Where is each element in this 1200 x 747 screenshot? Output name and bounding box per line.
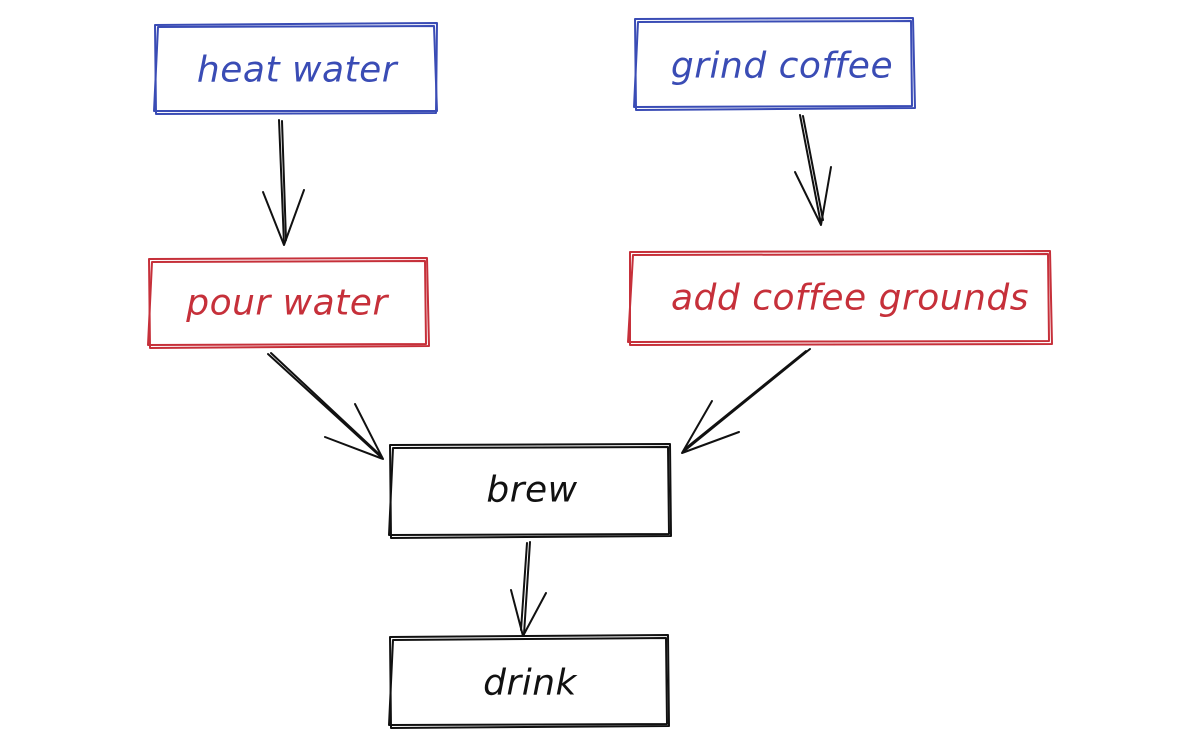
node-brew[interactable]: brew	[388, 443, 672, 539]
arrow-grind-to-add	[794, 114, 832, 226]
node-grind-coffee[interactable]: grind coffee	[633, 17, 916, 111]
node-grind-coffee-label: grind coffee	[671, 46, 893, 87]
node-pour-water[interactable]: pour water	[147, 257, 430, 349]
node-brew-label: brew	[486, 470, 577, 511]
node-pour-water-label: pour water	[185, 283, 389, 324]
arrow-heat-to-pour	[262, 119, 305, 246]
node-heat-water-label: heat water	[197, 50, 399, 91]
arrow-add-to-brew	[681, 348, 811, 454]
arrow-brew-to-drink	[510, 541, 547, 637]
node-heat-water[interactable]: heat water	[153, 22, 438, 115]
node-add-coffee-grounds[interactable]: add coffee grounds	[627, 250, 1053, 346]
arrow-pour-to-brew	[267, 352, 384, 460]
node-add-coffee-grounds-label: add coffee grounds	[671, 278, 1029, 319]
node-drink[interactable]: drink	[388, 634, 670, 729]
node-drink-label: drink	[483, 663, 578, 704]
